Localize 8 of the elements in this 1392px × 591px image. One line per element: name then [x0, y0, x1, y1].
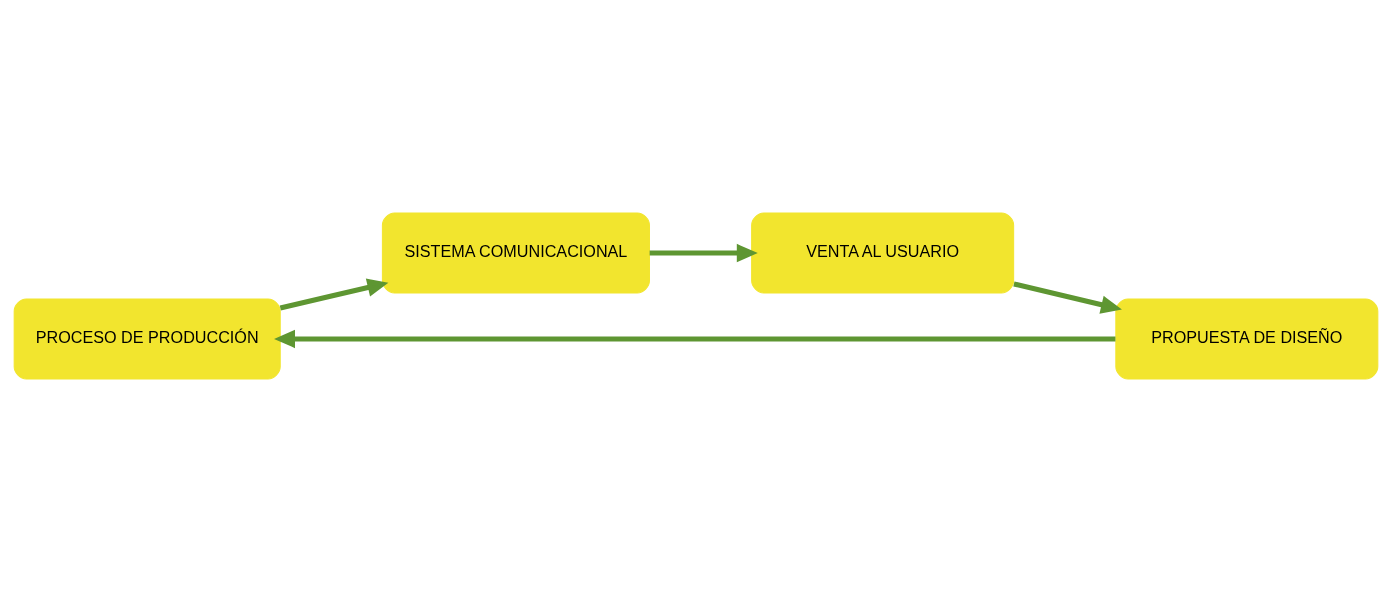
- arrow: [649, 243, 758, 262]
- node-box: PROPUESTA DE DISEÑO: [1115, 298, 1379, 379]
- arrow: [1013, 280, 1122, 314]
- arrow: [279, 278, 389, 310]
- node-box: SISTEMA COMUNICACIONAL: [381, 212, 650, 293]
- node-box: VENTA AL USUARIO: [751, 212, 1015, 293]
- node-box: PROCESO DE PRODUCCIÓN: [13, 298, 281, 379]
- arrow: [274, 329, 1116, 348]
